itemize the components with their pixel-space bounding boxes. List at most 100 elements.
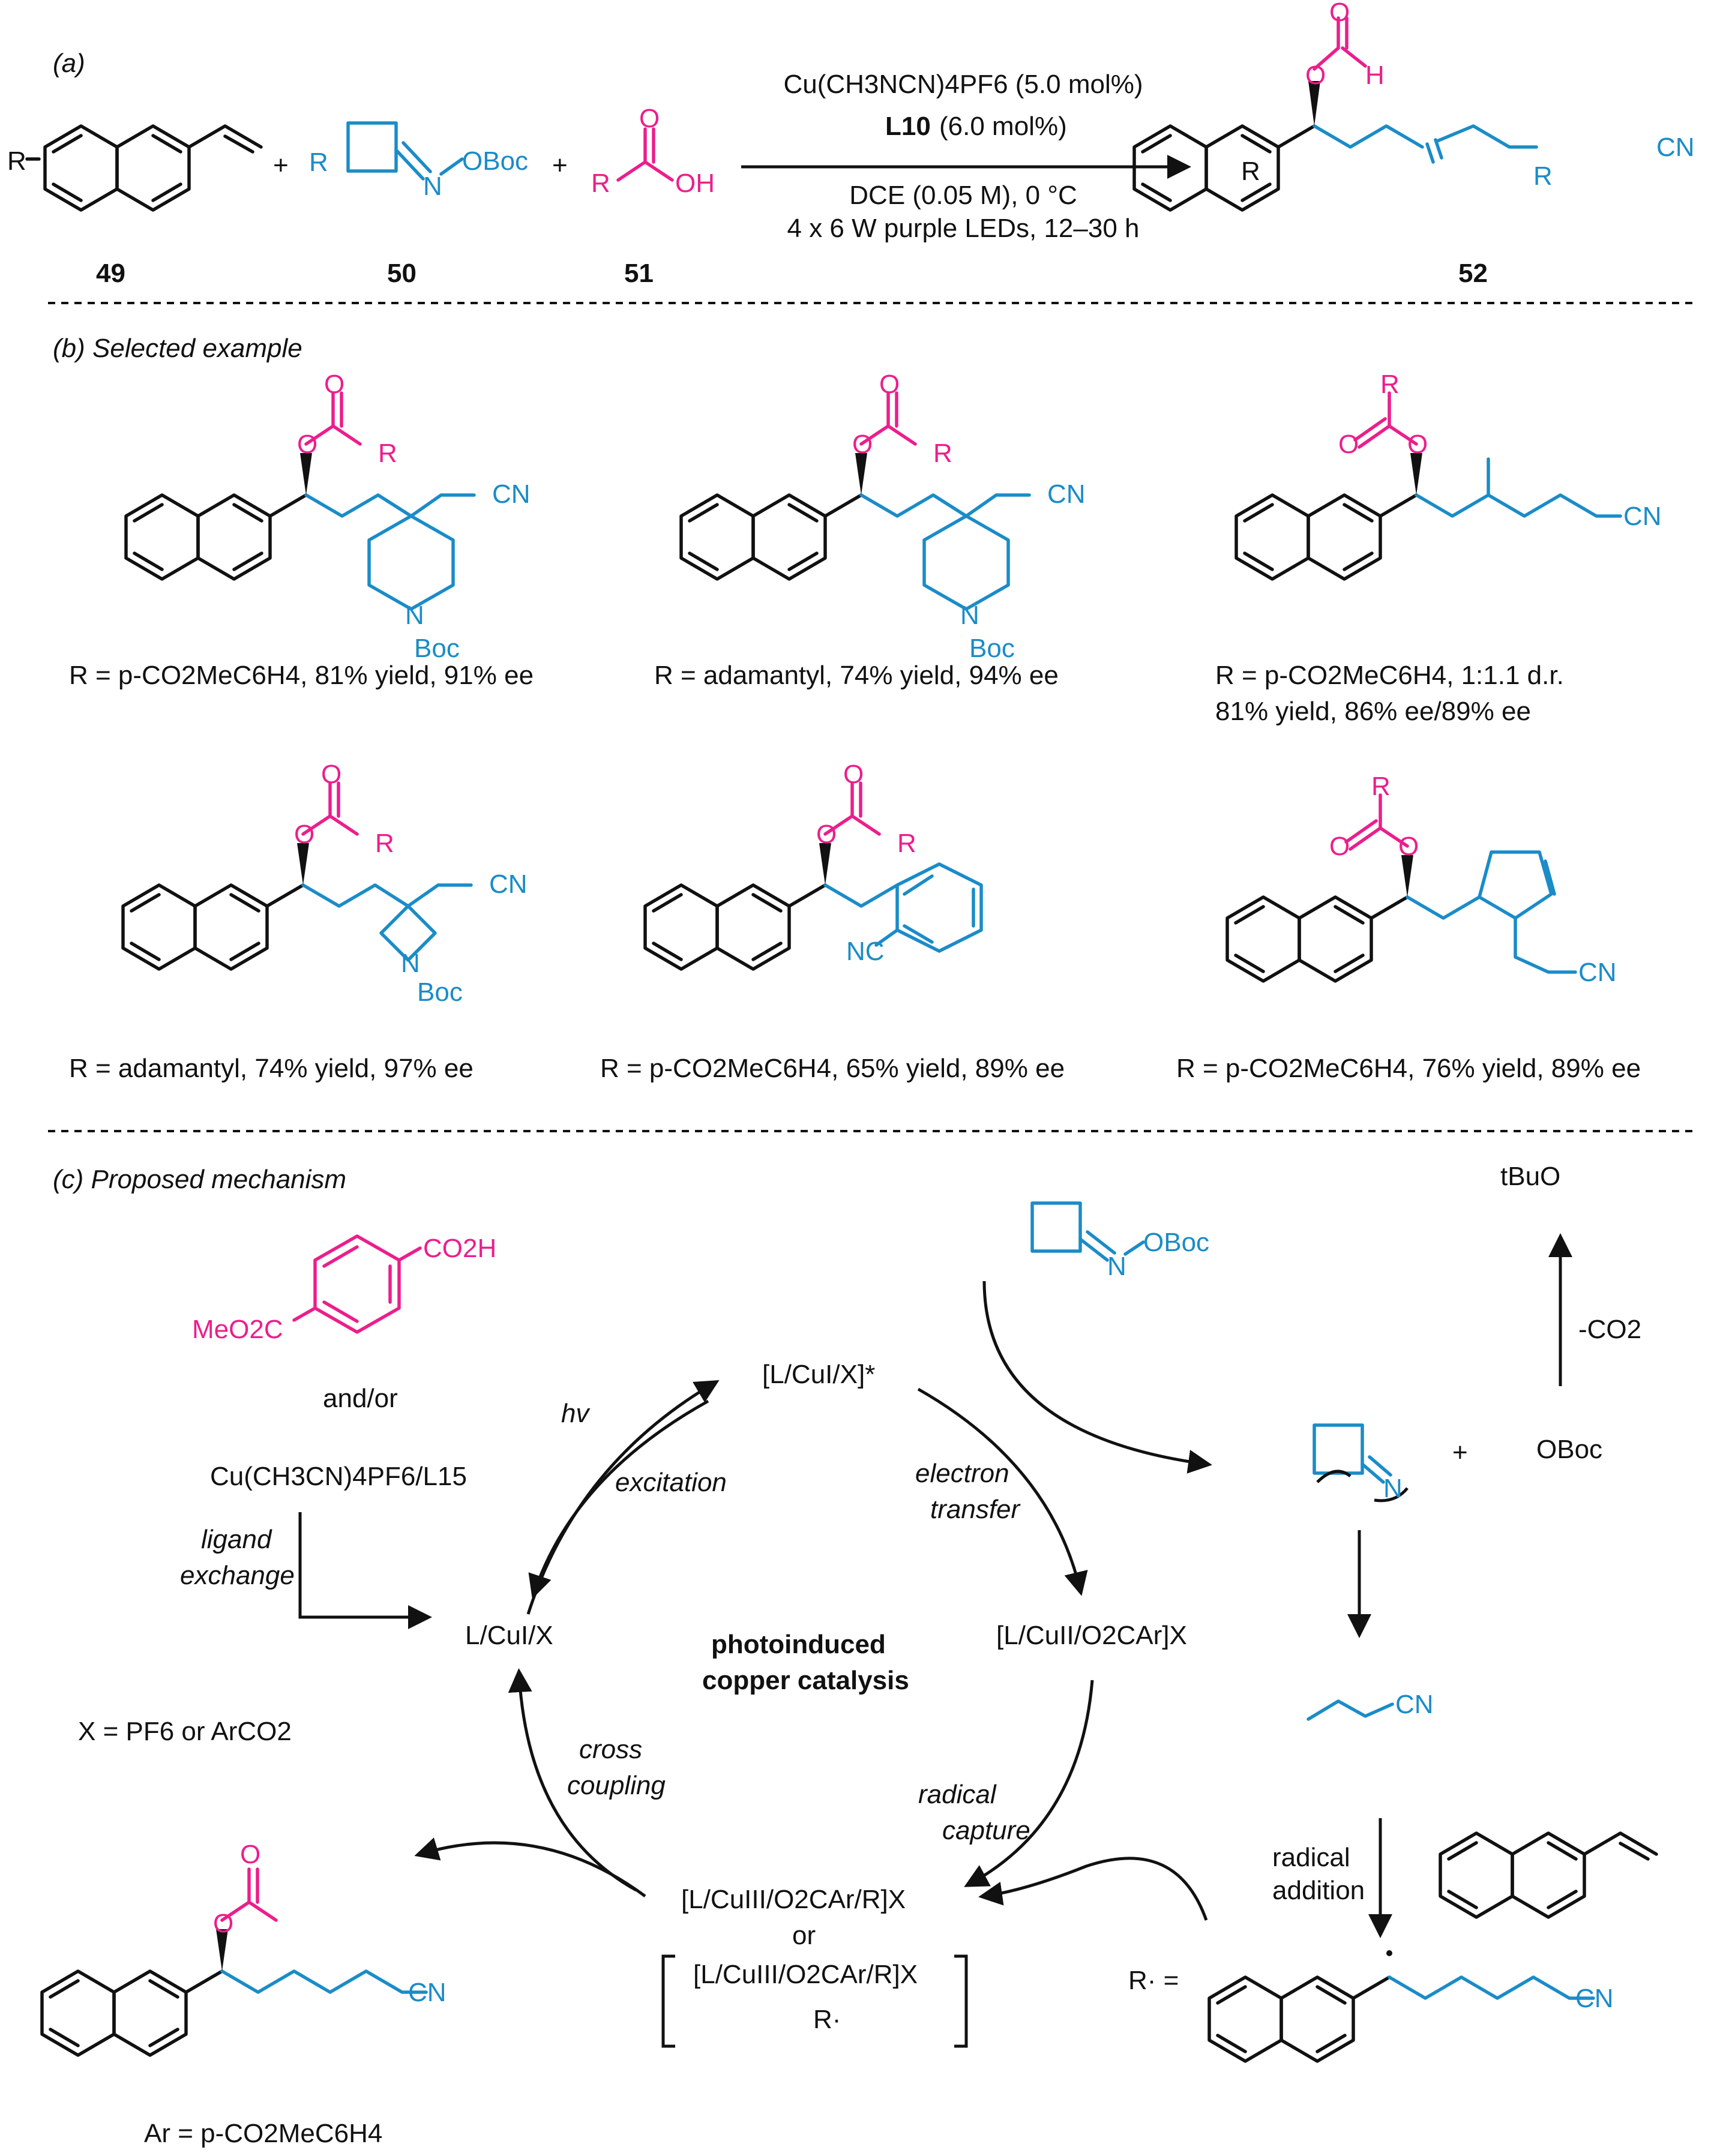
solvent-condition: DCE (0.05 M), 0 °C (849, 181, 1077, 210)
boc-anion: OBoc (1536, 1435, 1602, 1464)
example-2-labels: O O R CN N Boc (852, 370, 1086, 663)
panel-a-label: (a) (53, 49, 85, 78)
product-cn: CN (1656, 133, 1695, 162)
product-release-arrow (414, 1837, 646, 1898)
compound-51-structure (616, 127, 674, 182)
light-condition: 4 x 6 W purple LEDs, 12–30 h (787, 214, 1140, 243)
svg-text:N: N (401, 949, 420, 978)
ligand-name: L10 (885, 112, 931, 141)
compound-52-structure (1134, 16, 1538, 210)
cross-label: cross (579, 1735, 642, 1764)
r-substituent-label: R (7, 146, 26, 176)
example-1-structure (126, 391, 476, 611)
svg-text:CN: CN (1578, 958, 1617, 987)
r-label-51: R (591, 169, 610, 198)
example-4-structure (123, 781, 473, 969)
oxime-fragmentation-arrow (982, 1281, 1212, 1474)
cu2-species: [L/CuII/O2CAr]X (996, 1621, 1187, 1650)
svg-text:O: O (852, 430, 873, 459)
panel-c-label: (c) Proposed mechanism (53, 1165, 346, 1194)
acid-carbonyl-o: O (639, 104, 660, 133)
oboc-group-50: OBoc (462, 146, 528, 176)
cu3-cage-species: [L/CuIII/O2CAr/R]X (693, 1960, 918, 1989)
svg-text:O: O (1329, 832, 1350, 861)
example-3-structure (1236, 391, 1622, 579)
svg-text:N: N (405, 601, 424, 630)
example-2-structure (681, 391, 1031, 611)
cu3-species: [L/CuIII/O2CAr/R]X (681, 1885, 906, 1914)
compound-number-49: 49 (96, 259, 125, 288)
vinylnaphthalene-reagent (1440, 1831, 1658, 1917)
compound-number-52: 52 (1458, 259, 1488, 288)
svg-text:O: O (324, 370, 344, 399)
electron-label: electron (915, 1459, 1009, 1488)
hv-label: hv (561, 1399, 591, 1428)
svg-text:R: R (933, 439, 952, 468)
cage-r-radical: R· (813, 2005, 841, 2034)
svg-text:R: R (1380, 370, 1400, 399)
n-atom-50: N (423, 172, 442, 201)
radical-capture-arrow (964, 1680, 1094, 1887)
svg-text:O: O (843, 760, 864, 789)
svg-text:NC: NC (846, 937, 885, 966)
svg-text:O: O (1398, 832, 1419, 861)
or-text: or (792, 1921, 816, 1950)
plus-iminyl: + (1452, 1438, 1468, 1467)
svg-text:O: O (297, 430, 317, 459)
oxime-oboc: OBoc (1143, 1228, 1209, 1257)
product-r: R (1533, 161, 1553, 191)
r-label-50: R (309, 148, 328, 177)
radical-label: radical (918, 1780, 997, 1809)
cu1-species: L/CuI/X (465, 1621, 553, 1650)
r-radical-cn: CN (1575, 1984, 1614, 2013)
addition-label: addition (1272, 1876, 1365, 1905)
svg-text:O: O (816, 820, 837, 849)
product-carbonyl-o: O (1329, 0, 1350, 27)
capture-label: capture (942, 1816, 1030, 1845)
svg-text:R: R (378, 439, 397, 468)
transfer-label: transfer (930, 1495, 1021, 1524)
product-ester-o-c: O (213, 1909, 233, 1938)
panel-b-label: (b) Selected example (53, 334, 302, 363)
svg-text:CN: CN (489, 869, 528, 899)
ar-definition: Ar = p-CO2MeC6H4 (144, 2119, 382, 2148)
svg-text:R: R (375, 829, 394, 858)
decay-arrow (528, 1399, 709, 1599)
acid-oh: OH (675, 169, 715, 198)
plus-sign: + (273, 151, 289, 180)
final-product-structure (42, 1867, 428, 2055)
svg-text:CN: CN (1047, 479, 1086, 509)
example-1-caption: R = p-CO2MeC6H4, 81% yield, 91% ee (69, 661, 534, 690)
and-or-text: and/or (323, 1384, 398, 1413)
svg-text:CN: CN (492, 479, 531, 509)
plus-sign-2: + (552, 151, 568, 180)
product-ester-o: O (1305, 61, 1326, 90)
example-3-labels: O O R CN (1338, 370, 1662, 531)
ligand-label: ligand (201, 1525, 272, 1554)
r-radical-structure (1209, 1950, 1595, 2061)
svg-text:CN: CN (1623, 502, 1662, 531)
electron-transfer-arrow (917, 1387, 1088, 1596)
example-4-labels: O O R CN N Boc (294, 760, 528, 1007)
copper-source: Cu(CH3CN)4PF6/L15 (210, 1462, 467, 1491)
r-label-52: R (1241, 157, 1260, 186)
x-definition: X = PF6 or ArCO2 (78, 1717, 292, 1746)
example-6-structure (1227, 793, 1577, 981)
cycle-title-2: copper catalysis (702, 1666, 909, 1695)
ligand-exchange-arrow (298, 1512, 432, 1629)
svg-text:Boc: Boc (969, 634, 1015, 663)
bracket-left (661, 1954, 675, 2048)
catalyst-condition: Cu(CH3NCN)4PF6 (5.0 mol%) (783, 70, 1143, 99)
cyanoalkyl-cn: CN (1395, 1690, 1434, 1719)
compound-50-structure (348, 123, 464, 181)
cycle-title-1: photoinduced (711, 1630, 886, 1659)
svg-text:O: O (321, 760, 341, 789)
svg-text:R: R (897, 829, 916, 858)
svg-text:O: O (1407, 430, 1428, 459)
r-radical-label: R· = (1128, 1966, 1179, 1995)
acid-structure (292, 1234, 422, 1334)
acid-co2h: CO2H (423, 1234, 496, 1263)
compound-number-51: 51 (624, 259, 654, 288)
example-2-caption: R = adamantyl, 74% yield, 94% ee (654, 661, 1059, 690)
